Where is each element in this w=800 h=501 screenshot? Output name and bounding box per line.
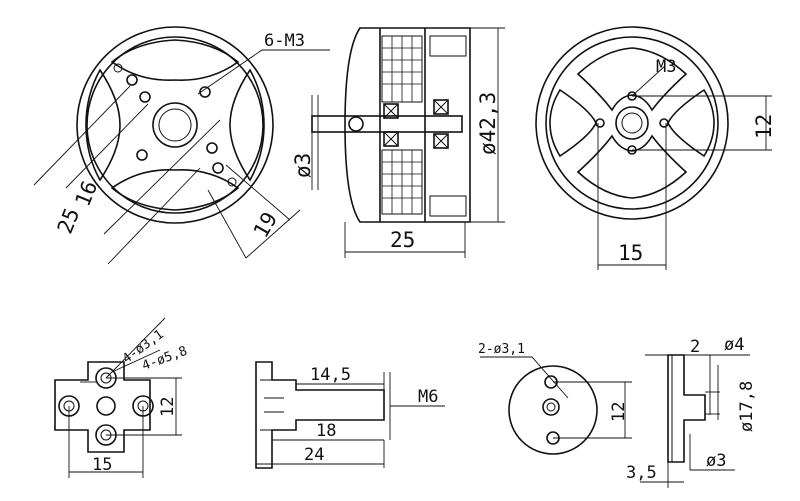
- label-dim-2: 2: [690, 337, 700, 357]
- label-dim-15-mount: 15: [92, 455, 112, 475]
- label-dim-12-mount: 12: [158, 397, 178, 417]
- label-m3: M3: [656, 57, 676, 77]
- label-dim-16: 16: [71, 177, 103, 209]
- label-m6: M6: [418, 387, 438, 407]
- label-dim-24: 24: [304, 445, 324, 465]
- label-dim-14-5: 14,5: [310, 365, 351, 385]
- cross-mount-view: 4-ø3,1 4-ø5,8 12 15: [54, 317, 189, 478]
- label-dim-12-disc: 12: [609, 402, 629, 422]
- label-dia-3-bottom: ø3: [706, 451, 726, 471]
- label-dia-42-3: ø42,3: [476, 92, 500, 155]
- label-dia-3: ø3: [291, 153, 315, 178]
- label-2-dia-3-1: 2-ø3,1: [478, 342, 525, 357]
- disc-view: 2-ø3,1 12: [478, 342, 632, 455]
- collet-section-view: 2 ø4 ø17,8 ø3 3,5: [626, 335, 757, 488]
- motor-front-view: 6-M3 16 25 19: [33, 26, 330, 265]
- label-dia-17-8: ø17,8: [737, 381, 757, 432]
- motor-back-view: M3 12 15: [535, 26, 776, 270]
- shaft-adapter-view: 14,5 M6 18 24: [255, 361, 445, 469]
- label-dim-19: 19: [249, 208, 282, 242]
- label-dim-25-left: 25: [53, 205, 85, 237]
- label-dim-25-bottom: 25: [390, 228, 415, 252]
- label-dim-15-right: 15: [618, 241, 643, 265]
- label-6-m3: 6-M3: [264, 31, 305, 51]
- label-dia-4: ø4: [724, 335, 744, 355]
- label-dim-3-5: 3,5: [626, 463, 657, 483]
- motor-side-section: ø3 ø42,3 25: [291, 27, 505, 258]
- label-dim-12-right: 12: [752, 114, 776, 139]
- label-dim-18: 18: [316, 421, 336, 441]
